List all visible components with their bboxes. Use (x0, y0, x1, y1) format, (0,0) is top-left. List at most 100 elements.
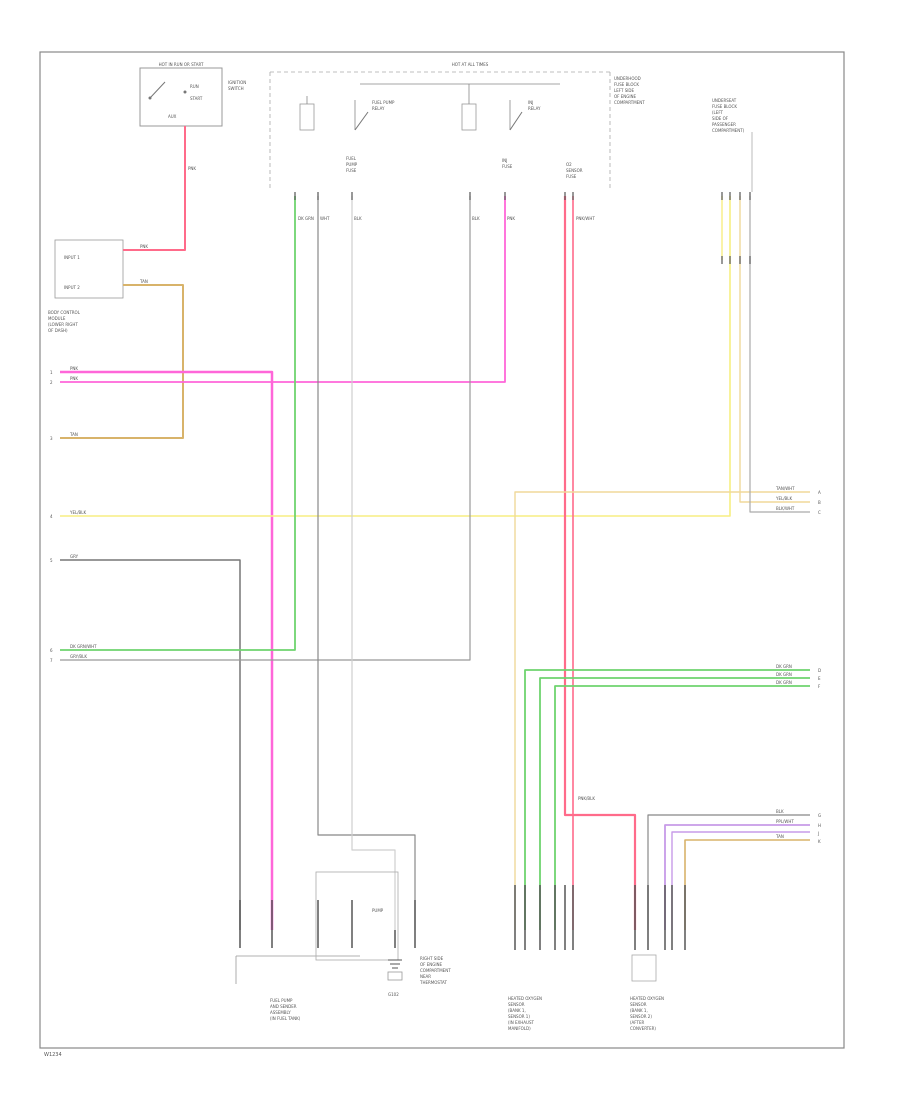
right-pin-letters: A B C D E F G H J K (817, 490, 821, 844)
fuel-sender-label-4: (IN FUEL TANK) (270, 1016, 301, 1021)
sensor-2-label-4: SENSOR 2) (630, 1014, 652, 1019)
right-pin-k: K (818, 839, 821, 844)
sensor-2-label-1: HEATED OXYGEN (630, 996, 664, 1001)
fuse-connector-ticks (294, 192, 751, 264)
right-pin-j: J (817, 831, 819, 836)
wire-right-green-1 (524, 669, 810, 930)
wire-right-tan-2 (684, 839, 810, 930)
bcm-input-2: INPUT 2 (64, 285, 80, 290)
fuel-fuse-name-3: FUSE (346, 168, 357, 173)
wire-fuse-black (351, 196, 396, 930)
diagram-frame (39, 51, 845, 1049)
wire-label-right-white: BLK/WHT (776, 506, 795, 511)
ignition-bottom: AUX (168, 114, 177, 119)
wire-label-inj-white: BLK (472, 216, 480, 221)
wire-left-green (60, 196, 296, 651)
ground-note-4: NEAR (420, 974, 431, 979)
fuel-pump-sender: PUMP FUEL PUMP AND SENDER ASSEMBLY (IN F… (235, 871, 416, 1021)
wire-label-left-pink-2: PNK (70, 376, 78, 381)
wire-right-tan (514, 491, 810, 930)
sensor-2-label-2: SENSOR (630, 1002, 647, 1007)
o2-fuse-label-2: SENSOR (566, 168, 583, 173)
sensor-1-label-5: (IN EXHAUST (508, 1020, 534, 1025)
wires (60, 126, 810, 930)
fuse-block-note-4: OF ENGINE (614, 94, 637, 99)
wire-bcm-tan (60, 284, 184, 439)
o2-fuse-label-3: FUSE (566, 174, 577, 179)
fuel-fuse-name-2: PUMP (346, 162, 358, 167)
fuel-sender-pump: PUMP (372, 908, 384, 913)
bcm-label-2: MODULE (48, 316, 66, 321)
wire-ign-feed (123, 126, 186, 251)
right-pin-c: C (818, 510, 821, 515)
right-module-label-4: SIDE OF (712, 116, 729, 121)
ground-label: G102 (388, 992, 399, 997)
ignition-pin-start: START (190, 96, 203, 101)
fuel-fuse-label-2: RELAY (372, 106, 385, 111)
fuse-block-note-1: UNDERHOOD (614, 76, 641, 81)
ignition-title: HOT IN RUN OR START (159, 62, 204, 67)
ground-note-5: THERMOSTAT (419, 980, 447, 985)
sensor-1-label-4: SENSOR 1) (508, 1014, 530, 1019)
inj-relay-label-2: RELAY (528, 106, 541, 111)
fuel-fuse-label-1: FUEL PUMP (372, 100, 395, 105)
wire-label-input-1: PNK (140, 244, 148, 249)
wire-label-right-yellow: YEL/BLK (775, 496, 793, 501)
ignition-switch: HOT IN RUN OR START RUN START IGNITION S… (139, 62, 246, 127)
wire-right-white (749, 196, 810, 513)
fuel-sender-label-2: AND SENDER (270, 1004, 297, 1009)
ignition-pin-run: RUN (190, 84, 199, 89)
wire-label-left-tan: TAN (69, 432, 78, 437)
fuse-block-note-5: COMPARTMENT (614, 100, 645, 105)
right-module-label-3: (LEFT (712, 110, 724, 115)
bcm-input-1: INPUT 1 (64, 255, 80, 260)
wire-label-right-green-1: DK GRN (776, 664, 792, 669)
right-module-label-1: UNDERSEAT (712, 98, 737, 103)
wire-label-right-red: PNK/BLK (578, 796, 595, 801)
wire-label-inj-pink: PNK (507, 216, 515, 221)
oxygen-sensor-2: HEATED OXYGEN SENSOR (BANK 1, SENSOR 2) … (630, 885, 686, 1031)
inj-fuse-label-2: FUSE (502, 164, 513, 169)
wire-left-pink (60, 370, 274, 930)
inj-relay-label-1: INJ (528, 100, 533, 105)
right-pin-f: F (818, 684, 821, 689)
wire-label-left-yellow: YEL/BLK (69, 510, 87, 515)
wire-label-left-gray: GRY (70, 554, 79, 559)
left-pin-7: 7 (50, 658, 53, 663)
wire-left-gray (60, 559, 241, 930)
left-pin-5: 5 (50, 558, 53, 563)
ignition-label-1: IGNITION (228, 80, 246, 85)
right-module-label-2: FUSE BLOCK (712, 104, 737, 109)
right-module-label-6: COMPARTMENT) (712, 128, 745, 133)
sensor-2-label-3: (BANK 1, (630, 1008, 648, 1013)
wire-label-right-green-2: DK GRN (776, 672, 792, 677)
underseat-fuse-block: UNDERSEAT FUSE BLOCK (LEFT SIDE OF PASSE… (712, 98, 753, 192)
right-pin-h: H (818, 823, 821, 828)
wire-label-ign-feed: PNK (188, 166, 196, 171)
left-pin-numbers: 1 2 3 4 5 6 7 (50, 370, 53, 663)
wire-label-right-green-3: DK GRN (776, 680, 792, 685)
bcm-label-3: (LOWER RIGHT (48, 322, 78, 327)
right-pin-g: G (818, 813, 821, 818)
fuse-block-title: HOT AT ALL TIMES (452, 62, 489, 67)
ground-note-2: OF ENGINE (420, 962, 443, 967)
wire-label-right-tan-2: TAN (775, 834, 784, 839)
right-pin-d: D (818, 668, 821, 673)
sensor-2-label-5: (AFTER (630, 1020, 644, 1025)
left-pin-1: 1 (50, 370, 53, 375)
sensor-1-label-6: MANIFOLD) (508, 1026, 531, 1031)
left-pin-2: 2 (50, 380, 53, 385)
wire-label-fuse-white: WHT (320, 216, 330, 221)
sensor-2-label-6: CONVERTER) (630, 1026, 656, 1031)
fuse-block: HOT AT ALL TIMES FUEL PUMP RELAY FUEL PU… (269, 62, 645, 188)
wire-label-right-tan: TAN/WHT (775, 486, 795, 491)
sensor-1-label-2: SENSOR (508, 1002, 525, 1007)
fuel-sender-label-3: ASSEMBLY (270, 1010, 291, 1015)
bcm-label-1: BODY CONTROL (48, 310, 81, 315)
wire-left-yellow (60, 196, 731, 517)
wire-label-o2-red: PNK/WHT (576, 216, 595, 221)
body-control-module: INPUT 1 INPUT 2 BODY CONTROL MODULE (LOW… (48, 239, 124, 333)
ground-note-3: COMPARTMENT (420, 968, 451, 973)
wire-fuse-white (317, 196, 416, 930)
